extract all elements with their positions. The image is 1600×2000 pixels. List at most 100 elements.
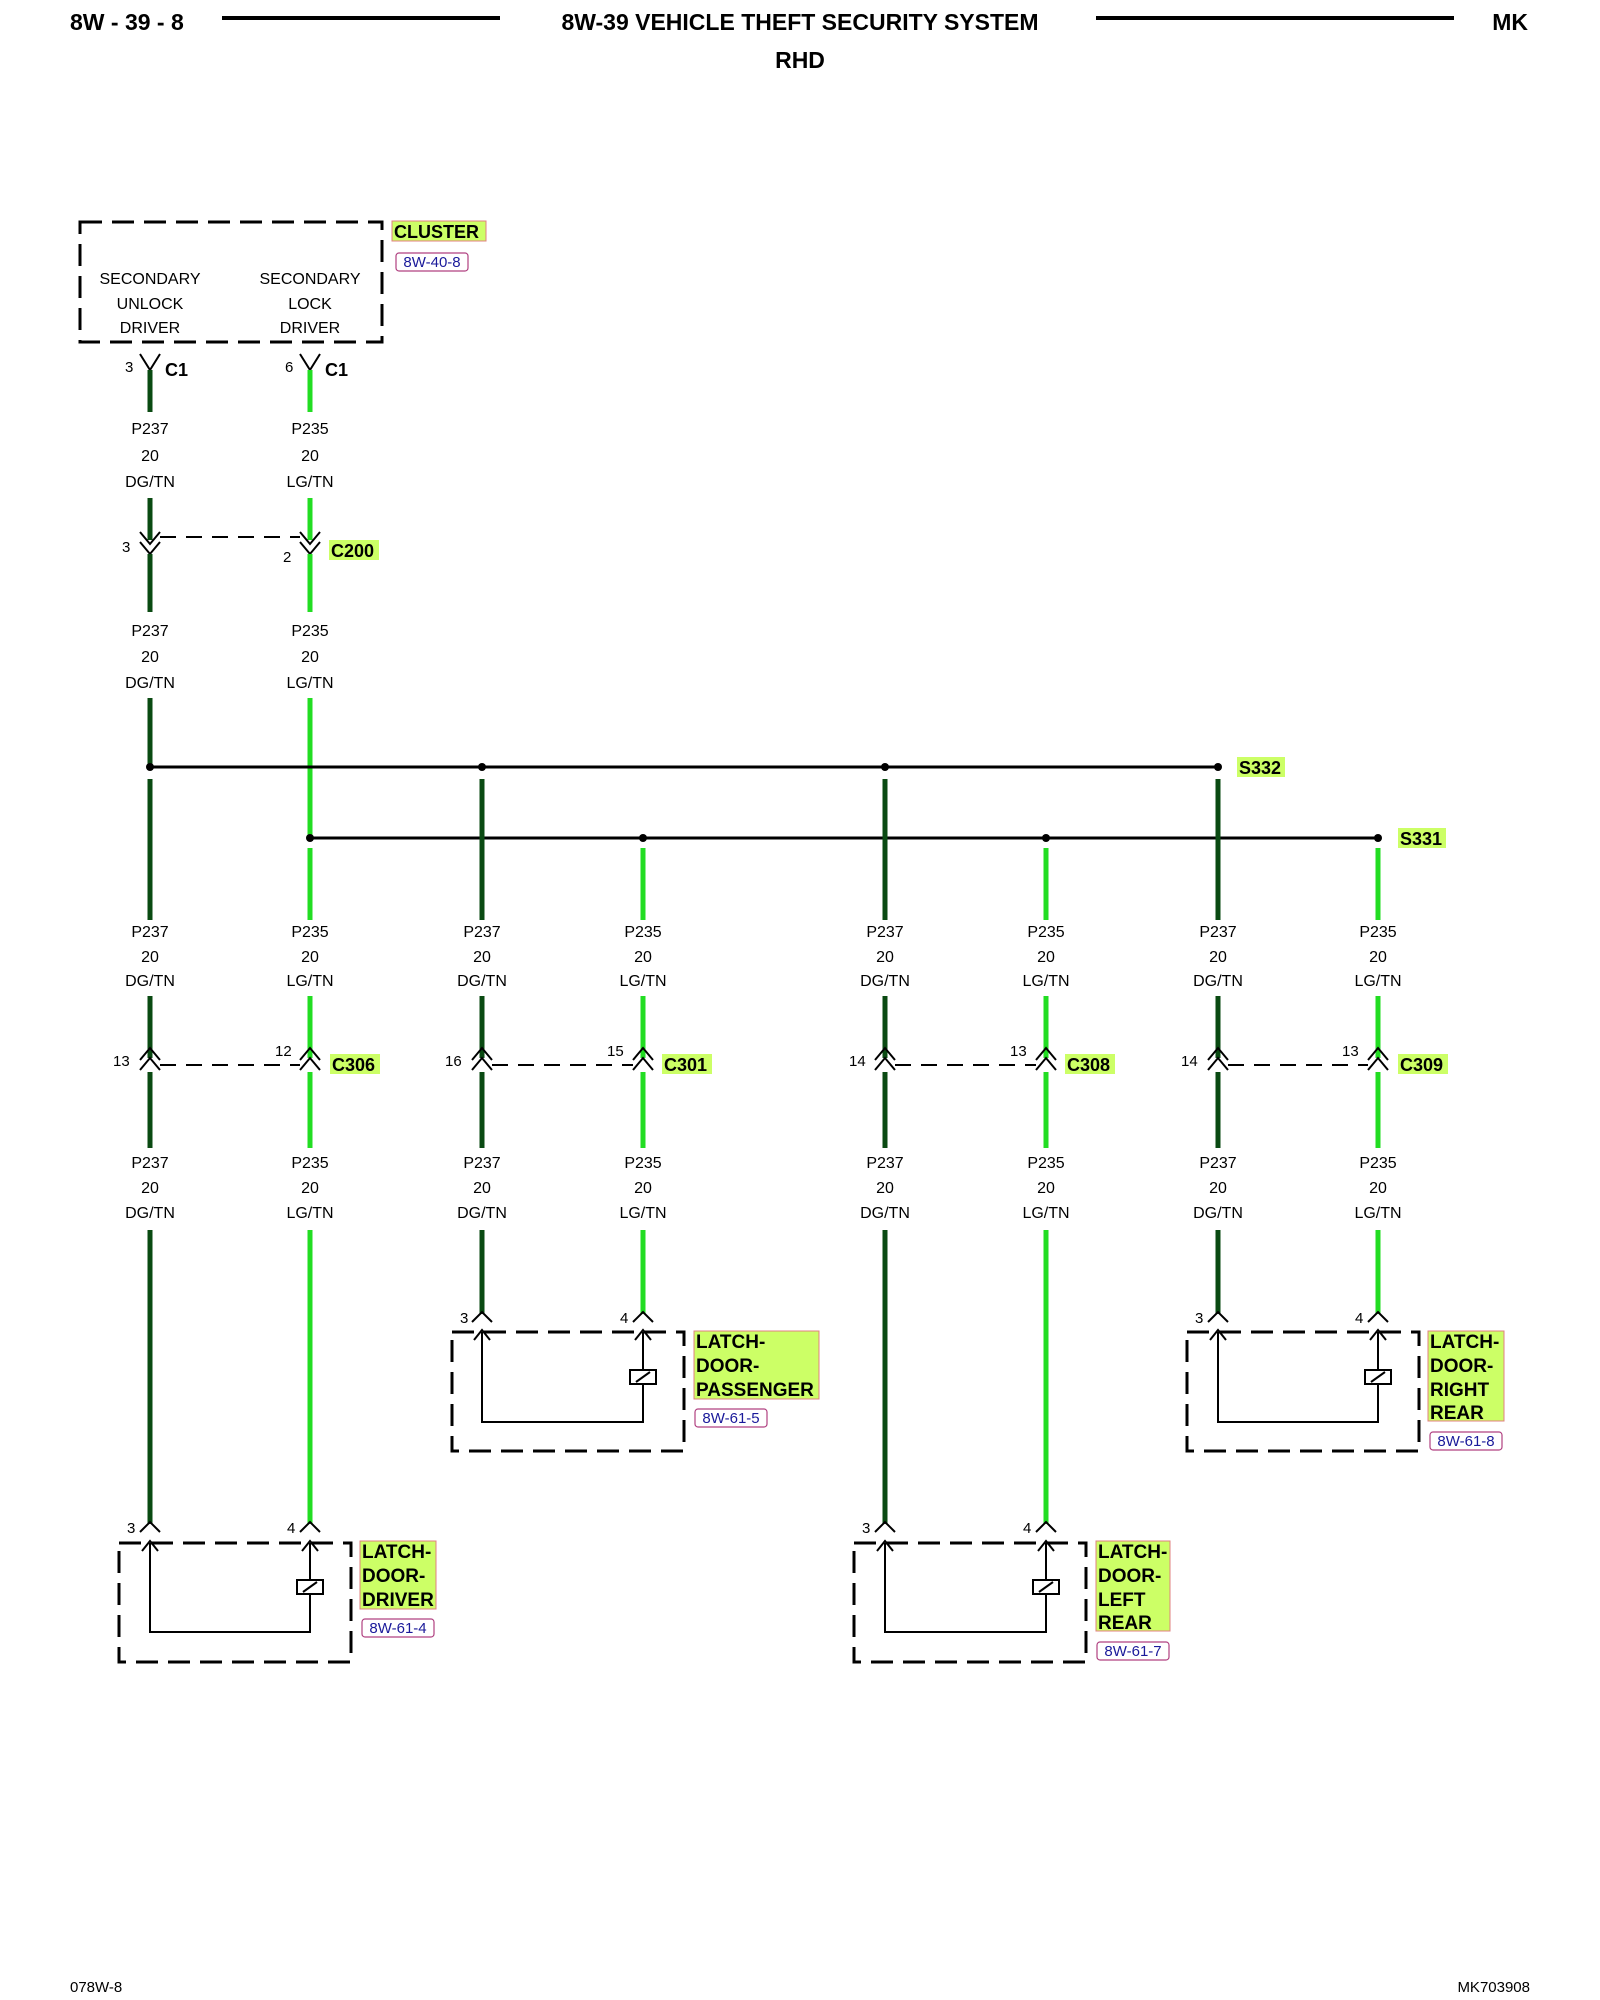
c306-pin-dg: 13 [113,1053,130,1070]
c308-pin-dg: 14 [849,1053,866,1070]
latch-door-right-rear: 3 4 LATCH- DOOR- RIGHT REAR 8W-61-8 [1185,1310,1505,1453]
latch-right-rear-name-3: RIGHT [1430,1380,1490,1401]
latch-passenger-motor-slash [635,1371,651,1383]
wire-label-r3-4a: P235 [624,924,661,941]
latch-right-rear-pin-lg: 4 [1355,1310,1363,1327]
unlock-label-2: UNLOCK [117,296,184,313]
c301-pin-dg: 16 [445,1053,462,1070]
c308-pin-lg-symbol [1035,1046,1057,1071]
latch-left-rear-arrow-dg [876,1539,894,1552]
latch-passenger-name-3: PASSENGER [696,1380,814,1401]
page-number: 8W - 39 - 8 [70,9,184,35]
splice-s332-name: S332 [1239,758,1281,778]
wire-label-r3-7a: P237 [1199,924,1236,941]
c301-name: C301 [664,1055,707,1075]
page-title: 8W-39 VEHICLE THEFT SECURITY SYSTEM [561,9,1038,35]
wire-label-r4-7c: DG/TN [1193,1205,1243,1222]
latch-driver-circuit [149,1543,311,1633]
wire-label-r4-1a: P237 [131,1155,168,1172]
wire-label-p237-2a: P237 [131,623,168,640]
latch-right-rear-circuit [1217,1332,1379,1423]
latch-left-rear-ref-box [1096,1641,1170,1661]
wire-label-r4-7a: P237 [1199,1155,1236,1172]
wire-label-r3-2a: P235 [291,924,328,941]
wire-label-r3-8b: 20 [1369,949,1387,966]
latch-right-rear-pin-dg: 3 [1195,1310,1203,1327]
latch-driver-arrow-lg [301,1539,319,1552]
c309-pin-lg-symbol [1367,1046,1389,1071]
latch-right-rear-highlight [1427,1330,1505,1422]
wire-label-r3-8a: P235 [1359,924,1396,941]
wire-label-p235-2c: LG/TN [286,675,333,692]
latch-left-rear-name-2: DOOR- [1098,1566,1161,1587]
wire-label-p237-1a: P237 [131,421,168,438]
wire-label-r4-1b: 20 [141,1180,159,1197]
lock-label-1: SECONDARY [259,271,360,288]
c200-name: C200 [331,541,374,561]
latch-driver-pin-lg-symbol [299,1520,321,1533]
footer-right: MK703908 [1457,1979,1530,1996]
cluster-pin-unlock: 3 [125,359,133,376]
latch-passenger-pin-lg: 4 [620,1310,628,1327]
latch-driver-name-1: LATCH- [362,1542,431,1563]
wire-label-r4-6b: 20 [1037,1180,1055,1197]
wire-label-r4-5a: P237 [866,1155,903,1172]
c309-highlight [1398,1054,1448,1074]
wire-label-r3-2b: 20 [301,949,319,966]
wire-label-r3-5a: P237 [866,924,903,941]
wire-label-p235-2b: 20 [301,649,319,666]
c308-name: C308 [1067,1055,1110,1075]
wire-label-r3-7c: DG/TN [1193,973,1243,990]
wire-label-p237-2b: 20 [141,649,159,666]
latch-driver-pin-dg-symbol [139,1520,161,1533]
latch-left-rear-box [852,1541,1088,1664]
c301-highlight [662,1054,712,1074]
wire-label-r4-4b: 20 [634,1180,652,1197]
latch-passenger-box [450,1330,686,1453]
wire-label-r3-4b: 20 [634,949,652,966]
latch-right-rear-pin-lg-symbol [1367,1310,1389,1323]
c301-pin-lg-symbol [632,1046,654,1071]
wire-label-r3-2c: LG/TN [286,973,333,990]
c309-pin-lg: 13 [1342,1043,1359,1060]
cluster-ref-box [395,252,469,272]
wire-label-r4-3a: P237 [463,1155,500,1172]
wire-label-r3-3b: 20 [473,949,491,966]
latch-left-rear-name-3: LEFT [1098,1590,1146,1611]
latch-right-rear-name-2: DOOR- [1430,1356,1493,1377]
latch-left-rear-highlight [1095,1540,1171,1632]
latch-right-rear-ref: 8W-61-8 [1437,1433,1494,1450]
splice-s331-dot-2 [639,834,647,842]
wire-label-r3-5b: 20 [876,949,894,966]
wire-label-r4-2b: 20 [301,1180,319,1197]
wire-label-r4-7b: 20 [1209,1180,1227,1197]
wire-label-r4-5b: 20 [876,1180,894,1197]
splice-s331-dot-3 [1042,834,1050,842]
latch-left-rear-circuit [884,1543,1047,1633]
c306-name: C306 [332,1055,375,1075]
latch-passenger-circuit [481,1332,644,1423]
latch-right-rear-motor-slash [1370,1371,1386,1383]
wire-label-r3-4c: LG/TN [619,973,666,990]
splice-s332-dot-3 [881,763,889,771]
wire-label-r4-4a: P235 [624,1155,661,1172]
latch-right-rear-arrow-dg [1209,1328,1227,1341]
c309-pin-dg: 14 [1181,1053,1198,1070]
latch-right-rear-arrow-lg [1369,1328,1387,1341]
wire-label-r4-3c: DG/TN [457,1205,507,1222]
cluster-connector-unlock: C1 [165,360,188,380]
c306-pin-dg-symbol [139,1046,161,1071]
latch-passenger-pin-dg: 3 [460,1310,468,1327]
wire-label-r3-1a: P237 [131,924,168,941]
c306-highlight [330,1054,380,1074]
footer-left: 078W-8 [70,1979,122,1996]
wire-label-r4-2a: P235 [291,1155,328,1172]
latch-left-rear-arrow-lg [1037,1539,1055,1552]
latch-driver-ref: 8W-61-4 [369,1620,426,1637]
latch-right-rear-name-4: REAR [1430,1403,1484,1424]
wire-label-r4-4c: LG/TN [619,1205,666,1222]
latch-left-rear-pin-dg-symbol [874,1520,896,1533]
latch-driver-motor-slash [302,1581,318,1593]
c301-pin-dg-symbol [471,1046,493,1071]
c309-pin-dg-symbol [1207,1046,1229,1071]
